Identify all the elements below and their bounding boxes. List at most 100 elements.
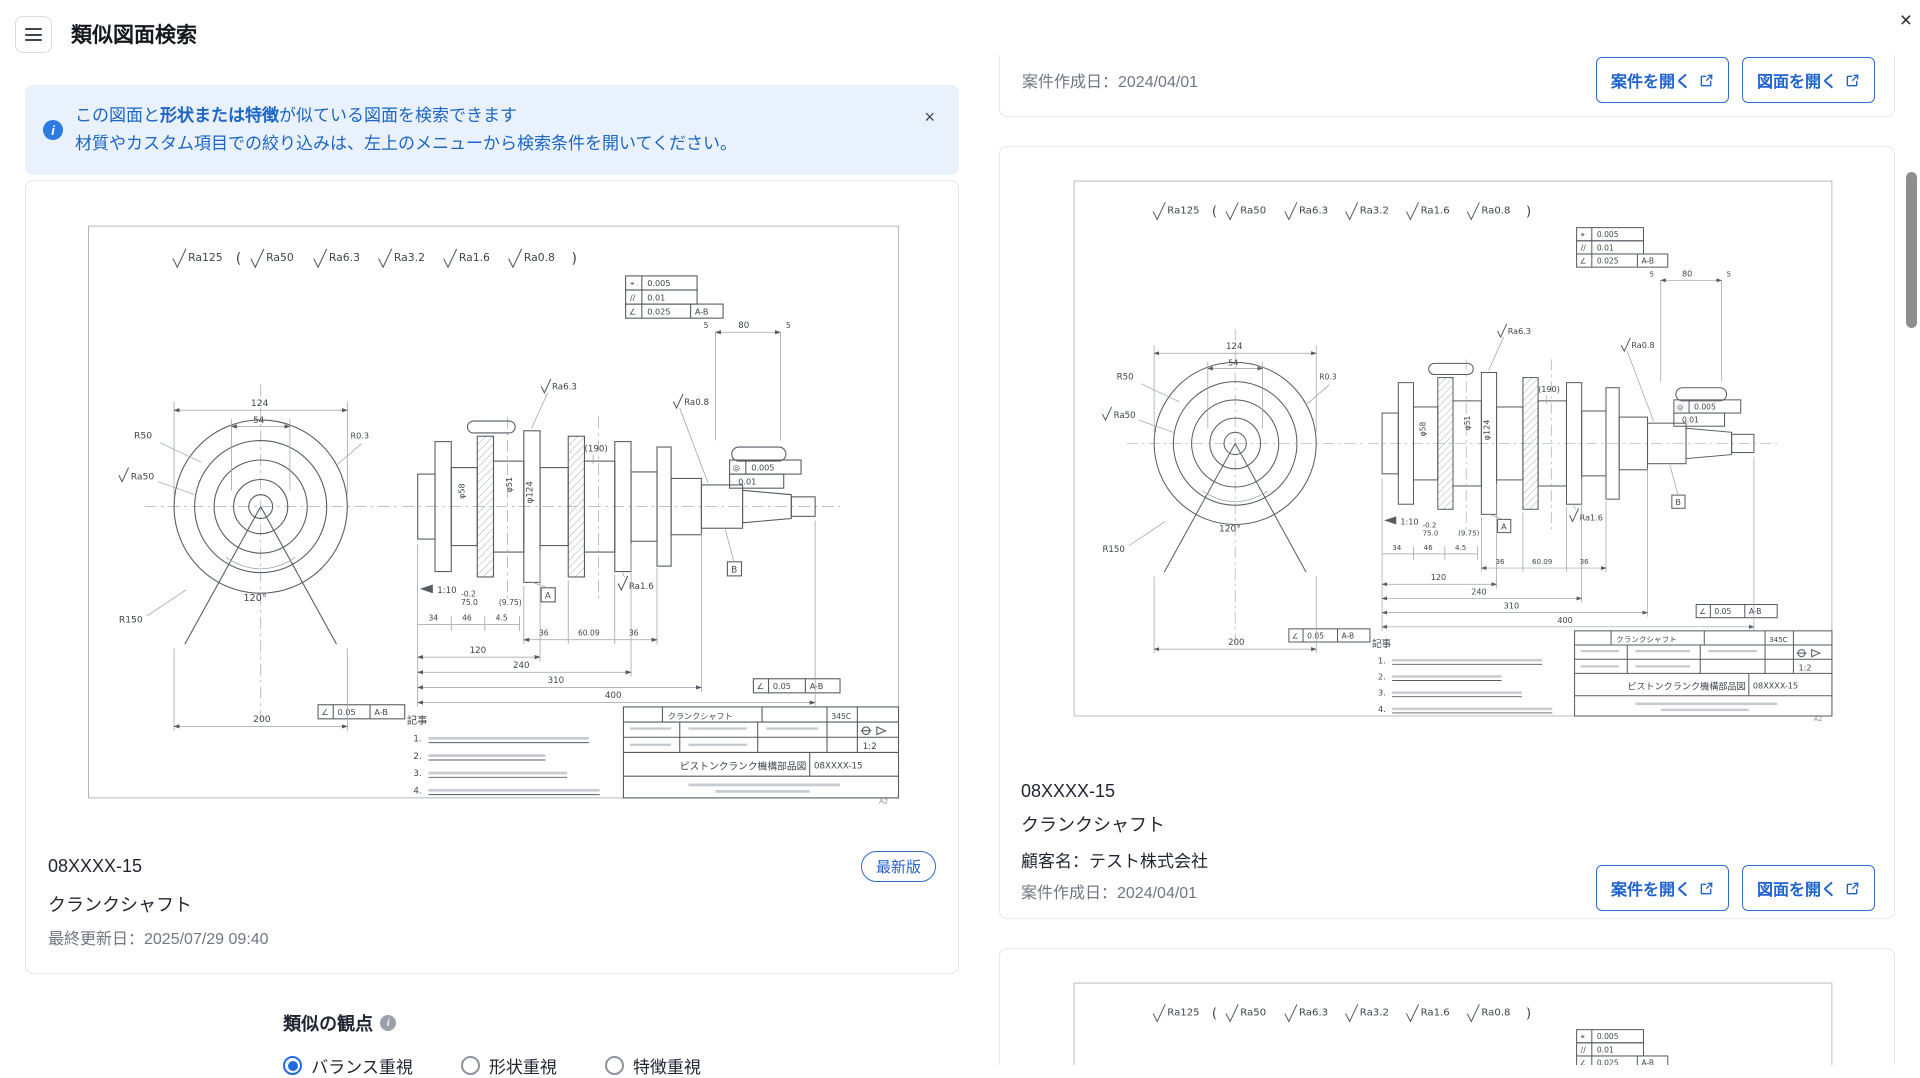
svg-text:36: 36: [629, 628, 639, 637]
svg-text:A: A: [545, 592, 551, 602]
part-name: クランクシャフト: [1021, 815, 1165, 835]
similarity-section: 類似の観点 i バランス重視 形状重視 特徴重視: [25, 1010, 959, 1078]
svg-text:0.05: 0.05: [773, 681, 791, 691]
banner-close-button[interactable]: ×: [924, 107, 935, 127]
svg-text:345C: 345C: [1769, 635, 1788, 644]
radio-option-feature[interactable]: 特徴重視: [604, 1053, 701, 1078]
svg-text:Ra125: Ra125: [1167, 205, 1199, 216]
svg-text:0.005: 0.005: [647, 278, 670, 288]
svg-text:240: 240: [1471, 586, 1486, 596]
source-drawing-card: A2 Ra125 ( Ra50 Ra6.3 Ra3.2 Ra1.6 Ra0.8 …: [25, 180, 959, 974]
svg-text://: //: [1581, 243, 1587, 252]
radio-selected-icon: [283, 1056, 303, 1075]
crank-end-view: 120° 124 54 200 Ra50 R150: [118, 384, 399, 731]
open-drawing-button[interactable]: 図面を開く: [1741, 57, 1875, 103]
radio-label: バランス重視: [311, 1058, 413, 1077]
svg-text:R150: R150: [119, 614, 143, 625]
svg-text:R50: R50: [134, 430, 152, 441]
open-case-label: 案件を開く: [1610, 882, 1691, 899]
similarity-title: 類似の観点: [283, 1014, 374, 1034]
similarity-info-icon[interactable]: i: [380, 1015, 397, 1031]
shaft-side-view: [1367, 359, 1778, 532]
part-number: 08XXXX-15: [48, 856, 143, 876]
svg-text:∠: ∠: [1699, 607, 1706, 616]
svg-text:A-B: A-B: [1749, 607, 1762, 616]
svg-text:Ra6.3: Ra6.3: [552, 383, 577, 393]
svg-text:Ra0.8: Ra0.8: [1481, 205, 1510, 216]
open-drawing-button[interactable]: 図面を開く: [1741, 865, 1875, 911]
svg-text:A2: A2: [1814, 715, 1823, 723]
svg-text:Ra3.2: Ra3.2: [394, 251, 425, 264]
svg-text:Ra50: Ra50: [1240, 1007, 1266, 1018]
svg-text:0.01: 0.01: [1597, 1045, 1614, 1054]
tolerance-frames: ⌖ 0.005 // 0.01 ∠ 0.025 A-B ◎ 0.005: [1288, 227, 1778, 643]
radio-unselected-icon: [460, 1056, 480, 1075]
svg-text:1:10: 1:10: [437, 586, 456, 596]
svg-text:): ): [1526, 1006, 1531, 1021]
svg-text:75.0: 75.0: [1423, 529, 1439, 538]
shaft-labels: φ124 φ58 φ51 (190) Ra6.3 Ra0.8 Ra1.6 1:1…: [1384, 268, 1731, 538]
svg-text:1:2: 1:2: [863, 742, 877, 752]
svg-text:(9.75): (9.75): [499, 598, 522, 607]
svg-text:A-B: A-B: [695, 306, 709, 316]
open-case-button[interactable]: 案件を開く: [1595, 57, 1729, 103]
customer-name: 顧客名：テスト株式会社: [1021, 852, 1208, 871]
technical-drawing-svg: A2 Ra125 ( Ra50 Ra6.3 Ra3.2 Ra1.6 Ra0.8 …: [88, 225, 900, 805]
result-meta: 08XXXX-15 クランクシャフト 顧客名：テスト株式会社 案件作成日：202…: [1000, 781, 1894, 903]
svg-text:Ra50: Ra50: [1240, 205, 1266, 216]
radio-option-shape[interactable]: 形状重視: [460, 1053, 557, 1078]
scrollbar-thumb[interactable]: [1906, 172, 1917, 328]
dimension-lines: 34 46 4.5 36 60.09 36 120 240 310 400: [1381, 456, 1755, 631]
svg-text:Ra50: Ra50: [131, 472, 155, 483]
svg-text:0.01: 0.01: [738, 476, 756, 486]
page-title: 類似図面検索: [71, 24, 197, 47]
svg-text:R50: R50: [1117, 373, 1134, 383]
banner-text-bold: 形状または特徴: [160, 106, 279, 125]
svg-text:記事: 記事: [1372, 638, 1392, 650]
svg-text:-0.2: -0.2: [461, 589, 476, 598]
menu-button[interactable]: [15, 16, 52, 53]
open-case-button[interactable]: 案件を開く: [1595, 865, 1729, 911]
svg-text:5: 5: [704, 321, 709, 330]
radio-option-balance[interactable]: バランス重視: [283, 1053, 413, 1078]
banner-text-pre: この図面と: [75, 106, 160, 125]
svg-text:B: B: [731, 566, 737, 576]
app-header: 類似図面検索: [0, 0, 1920, 62]
svg-text:1:2: 1:2: [1798, 662, 1811, 672]
shaft-labels: φ124 φ58 φ51 (190) Ra6.3 Ra0.8 Ra1.6 1:1…: [419, 321, 791, 607]
radio-label: 特徴重視: [632, 1058, 701, 1077]
notes-block: 記事 1. 2. 3. 4.: [407, 714, 600, 797]
svg-text:310: 310: [548, 676, 565, 686]
svg-text:Ra50: Ra50: [266, 251, 294, 264]
svg-text:0.025: 0.025: [647, 306, 670, 316]
datum-symbols: A B: [1489, 464, 1686, 534]
banner-line-1: この図面と形状または特徴が似ている図面を検索できます: [75, 102, 899, 130]
svg-text:54: 54: [253, 416, 265, 426]
svg-text:4.: 4.: [413, 787, 421, 797]
svg-text:): ): [571, 251, 577, 267]
hamburger-icon: [25, 28, 42, 41]
svg-text:◎: ◎: [733, 462, 740, 472]
svg-text:A-B: A-B: [1641, 1059, 1654, 1065]
left-panel: i この図面と形状または特徴が似ている図面を検索できます 材質やカスタム項目での…: [25, 85, 959, 1078]
svg-text:1.: 1.: [413, 735, 421, 745]
svg-text://: //: [1581, 1045, 1587, 1054]
dialog-close-button[interactable]: ×: [1899, 9, 1912, 32]
svg-text:Ra3.2: Ra3.2: [1360, 205, 1389, 216]
svg-text:(: (: [1212, 204, 1217, 219]
svg-text:): ): [1526, 204, 1531, 219]
svg-text:φ51: φ51: [1463, 415, 1472, 430]
technical-drawing-svg: A2 Ra125 ( Ra50 Ra6.3 Ra3.2 Ra1.6 Ra0.8 …: [1073, 982, 1833, 1065]
svg-text:120: 120: [470, 646, 487, 656]
result-card-main: A2 Ra125 ( Ra50 Ra6.3 Ra3.2 Ra1.6 Ra0.8 …: [999, 146, 1895, 919]
svg-text:2.: 2.: [413, 752, 421, 762]
svg-text:Ra1.6: Ra1.6: [1421, 1007, 1450, 1018]
svg-text:∠: ∠: [757, 681, 764, 691]
svg-text:クランクシャフト: クランクシャフト: [668, 711, 733, 721]
roughness-row: Ra125 ( Ra50 Ra6.3 Ra3.2 Ra1.6 Ra0.8 ): [172, 248, 577, 269]
svg-text:∠: ∠: [321, 707, 328, 717]
svg-text:Ra125: Ra125: [1167, 1007, 1199, 1018]
part-name: クランクシャフト: [48, 895, 192, 915]
results-panel[interactable]: 案件作成日：2024/04/01 案件を開く 図面を開く: [999, 55, 1895, 1065]
svg-text:Ra1.6: Ra1.6: [1421, 205, 1450, 216]
